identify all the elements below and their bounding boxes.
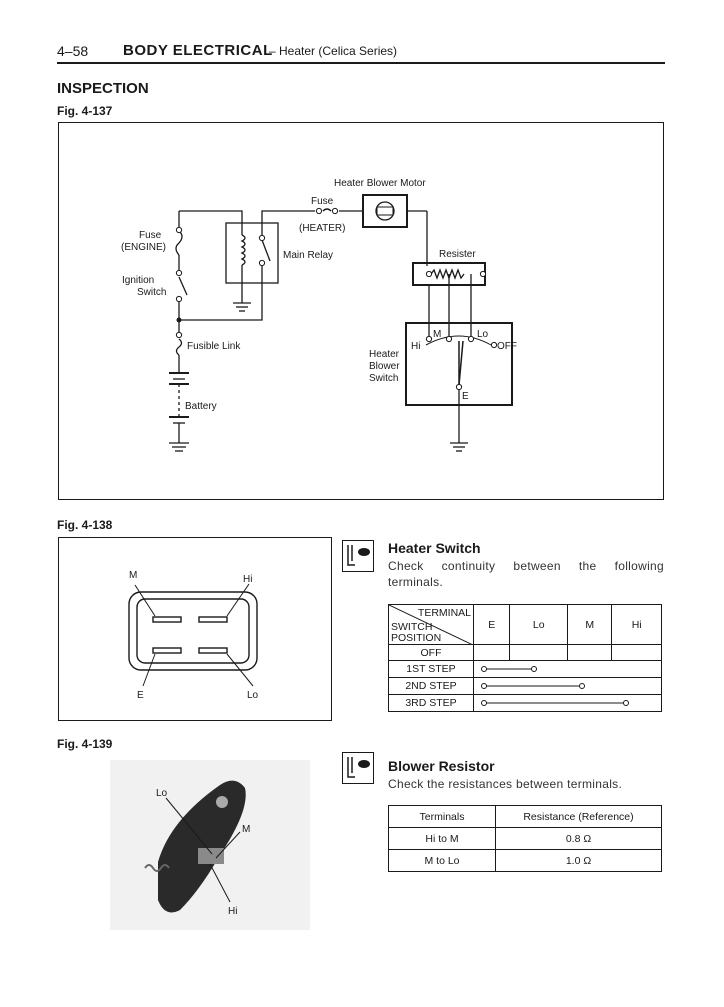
table-row: 3RD STEP (388, 694, 662, 712)
row-position: 1ST STEP (388, 660, 474, 678)
inspection-icon (342, 540, 374, 572)
label-resister: Resister (439, 249, 476, 260)
label-blower-motor: Heater Blower Motor (334, 178, 426, 189)
section-subtitle: – Heater (Celica Series) (269, 44, 398, 58)
col-header: Hi (611, 604, 662, 645)
table-row: M to Lo 1.0 Ω (388, 849, 662, 872)
inspection-icon (342, 752, 374, 784)
label-heater: (HEATER) (299, 223, 345, 234)
conn-label-lo: Lo (247, 690, 259, 701)
label-fuse-engine-2: (ENGINE) (121, 242, 166, 253)
row-position: OFF (388, 644, 474, 661)
table-row: 2ND STEP (388, 677, 662, 695)
table-row: Hi to M 0.8 Ω (388, 827, 662, 850)
label-term-hi: Hi (411, 341, 420, 352)
cell-terminals: Hi to M (388, 827, 496, 850)
corner-switch: SWITCH (391, 621, 433, 633)
table-row: OFF (388, 644, 662, 661)
fig-138-label: Fig. 4-138 (57, 518, 113, 532)
label-term-e: E (462, 391, 469, 402)
continuity-cell (473, 694, 662, 712)
row-position: 3RD STEP (388, 694, 474, 712)
row-position: 2ND STEP (388, 677, 474, 695)
corner-terminal: TERMINAL (417, 607, 471, 619)
conn-label-e: E (137, 690, 144, 701)
heater-switch-title: Heater Switch (388, 540, 481, 556)
corner-cell: TERMINAL SWITCH POSITION (388, 604, 474, 645)
label-main-relay: Main Relay (283, 250, 333, 261)
conn-label-hi: Hi (243, 574, 252, 585)
wiring-diagram: Heater Blower Motor Fuse (HEATER) Fuse (… (121, 178, 517, 452)
corner-position: POSITION (391, 632, 442, 644)
photo-label-lo: Lo (156, 788, 168, 799)
label-hbs-3: Switch (369, 373, 398, 384)
table-row: 1ST STEP (388, 660, 662, 678)
cell-resistance: 1.0 Ω (495, 849, 662, 872)
col-header: E (472, 604, 511, 645)
label-hbs-2: Blower (369, 361, 400, 372)
label-fusible-link: Fusible Link (187, 341, 241, 352)
label-term-off: OFF (497, 341, 517, 352)
conn-label-m: M (129, 570, 137, 581)
fig-137-label: Fig. 4-137 (57, 104, 113, 118)
col-header: M (567, 604, 613, 645)
label-fuse-engine-1: Fuse (139, 230, 162, 241)
blower-resistor-title: Blower Resistor (388, 758, 495, 774)
label-term-lo: Lo (477, 329, 489, 340)
section-title: BODY ELECTRICAL (123, 42, 273, 59)
connector-diagram-frame: M Hi E Lo (58, 537, 332, 721)
fig-139-label: Fig. 4-139 (57, 737, 113, 751)
label-battery: Battery (185, 401, 217, 412)
cell-terminals: M to Lo (388, 849, 496, 872)
label-ignition-2: Switch (137, 287, 166, 298)
page-header: 4–58 BODY ELECTRICAL – Heater (Celica Se… (57, 42, 665, 64)
label-term-m: M (433, 329, 441, 340)
blower-resistor-table: Terminals Resistance (Reference) Hi to M… (388, 805, 662, 872)
inspection-heading: INSPECTION (57, 80, 149, 97)
photo-label-hi: Hi (228, 906, 237, 917)
heater-switch-text: Check continuity between the following t… (388, 559, 664, 589)
connector-diagram: M Hi E Lo (128, 570, 259, 701)
cell-resistance: 0.8 Ω (495, 827, 662, 850)
continuity-cell (473, 677, 662, 695)
page-number: 4–58 (57, 43, 89, 59)
continuity-cell (473, 660, 662, 678)
label-ignition-1: Ignition (122, 275, 154, 286)
label-fuse-heater: Fuse (311, 196, 334, 207)
photo-label-m: M (242, 824, 250, 835)
resistor-photo: Lo M Hi (110, 760, 310, 930)
label-hbs-1: Heater (369, 349, 400, 360)
wiring-diagram-frame: Heater Blower Motor Fuse (HEATER) Fuse (… (58, 122, 664, 500)
heater-switch-table: TERMINAL SWITCH POSITION E Lo M Hi OFF 1… (388, 604, 662, 712)
col-header: Terminals (388, 805, 496, 828)
col-header: Lo (509, 604, 569, 645)
blower-resistor-text: Check the resistances between terminals. (388, 777, 623, 791)
col-header: Resistance (Reference) (495, 805, 662, 828)
